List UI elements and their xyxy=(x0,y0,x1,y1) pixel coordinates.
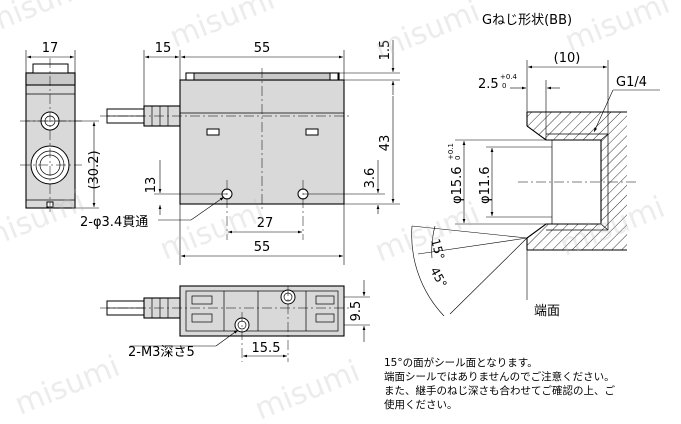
dim-43: 43 xyxy=(344,96,400,205)
dim-10-label: (10) xyxy=(554,51,581,66)
side-view xyxy=(100,68,350,240)
dim-17: 17 xyxy=(25,41,76,73)
note-line-3: また、継手のねじ深さも合わせてご確認の上、ご xyxy=(384,384,615,397)
dim-2-5: 2.5 +0.4 0 xyxy=(478,73,560,140)
dim-dia-15-6: φ15.6 +0.1 0 xyxy=(447,139,546,225)
dim-13-label: 13 xyxy=(144,177,159,194)
dim-2-5-tol-upper: +0.4 xyxy=(500,73,518,81)
watermark-text-3: misumi xyxy=(370,0,485,67)
notes: 15°の面がシール面となります。 端面シールではありませんのでご注意ください。 … xyxy=(384,356,615,411)
note-line-1: 15°の面がシール面となります。 xyxy=(384,356,538,369)
dim-3-6-label: 3.6 xyxy=(363,168,378,189)
dia-11-6-label: φ11.6 xyxy=(478,166,493,204)
dim-30-2-label: (30.2) xyxy=(87,150,102,189)
dim-55-top-label: 55 xyxy=(254,41,271,56)
note-line-4: 使用ください。 xyxy=(384,398,458,411)
dia-15-6-label: φ15.6 xyxy=(450,166,465,204)
dim-2-5-label: 2.5 xyxy=(478,77,499,92)
dim-17-label: 17 xyxy=(42,41,59,56)
watermark-text-1: misumi xyxy=(0,0,95,41)
dim-9-5: 9.5 xyxy=(344,280,370,342)
watermark-text-9: misumi xyxy=(10,349,125,423)
dim-55-bottom: 55 xyxy=(179,204,345,265)
watermark-text-10: misumi xyxy=(250,354,365,424)
dim-1-5-label: 1.5 xyxy=(378,40,393,61)
end-face-label: 端面 xyxy=(534,304,560,319)
port-detail xyxy=(518,111,636,251)
dia-15-6-tol-upper: +0.1 xyxy=(447,143,455,160)
dim-13: 13 xyxy=(144,160,227,215)
dim-15-5: 15.5 xyxy=(243,341,287,358)
thread-label: G1/4 xyxy=(616,75,647,90)
dim-43-label: 43 xyxy=(378,135,393,152)
dim-15-55: 15 55 xyxy=(143,41,345,106)
dim-1-5: 1.5 xyxy=(339,40,400,95)
watermark-text-7: misumi xyxy=(370,196,485,270)
dim-15-label: 15 xyxy=(155,41,172,56)
tap-note: 2-M3深さ5 xyxy=(128,329,239,360)
dim-15-5-label: 15.5 xyxy=(252,341,281,356)
dim-2-5-tol-lower: 0 xyxy=(502,82,506,90)
front-view xyxy=(20,58,82,214)
end-face: 端面 xyxy=(526,250,560,319)
dim-30-2: (30.2) xyxy=(26,120,102,209)
dim-10: (10) xyxy=(526,51,609,134)
note-line-2: 端面シールではありませんのでご注意ください。 xyxy=(384,370,615,383)
hole-note: 2-φ3.4貫通 xyxy=(80,196,225,230)
angle-15-label: 15° xyxy=(428,237,447,261)
dim-55-bottom-label: 55 xyxy=(254,240,271,255)
dim-27: 27 xyxy=(228,216,302,234)
hole-note-label: 2-φ3.4貫通 xyxy=(80,215,148,230)
g-thread-title: Gねじ形状(BB) xyxy=(482,13,572,28)
dim-9-5-label: 9.5 xyxy=(349,301,364,322)
watermark-text-4: misumi xyxy=(560,0,675,59)
dim-27-label: 27 xyxy=(257,216,274,231)
angle-45-label: 45° xyxy=(427,265,449,290)
thread-callout: G1/4 xyxy=(593,75,660,133)
dia-15-6-tol-lower: 0 xyxy=(454,156,462,160)
tap-note-label: 2-M3深さ5 xyxy=(128,345,195,360)
dim-dia-11-6: φ11.6 xyxy=(478,146,552,218)
bottom-view xyxy=(100,285,350,362)
dim-3-6: 3.6 xyxy=(303,160,385,214)
